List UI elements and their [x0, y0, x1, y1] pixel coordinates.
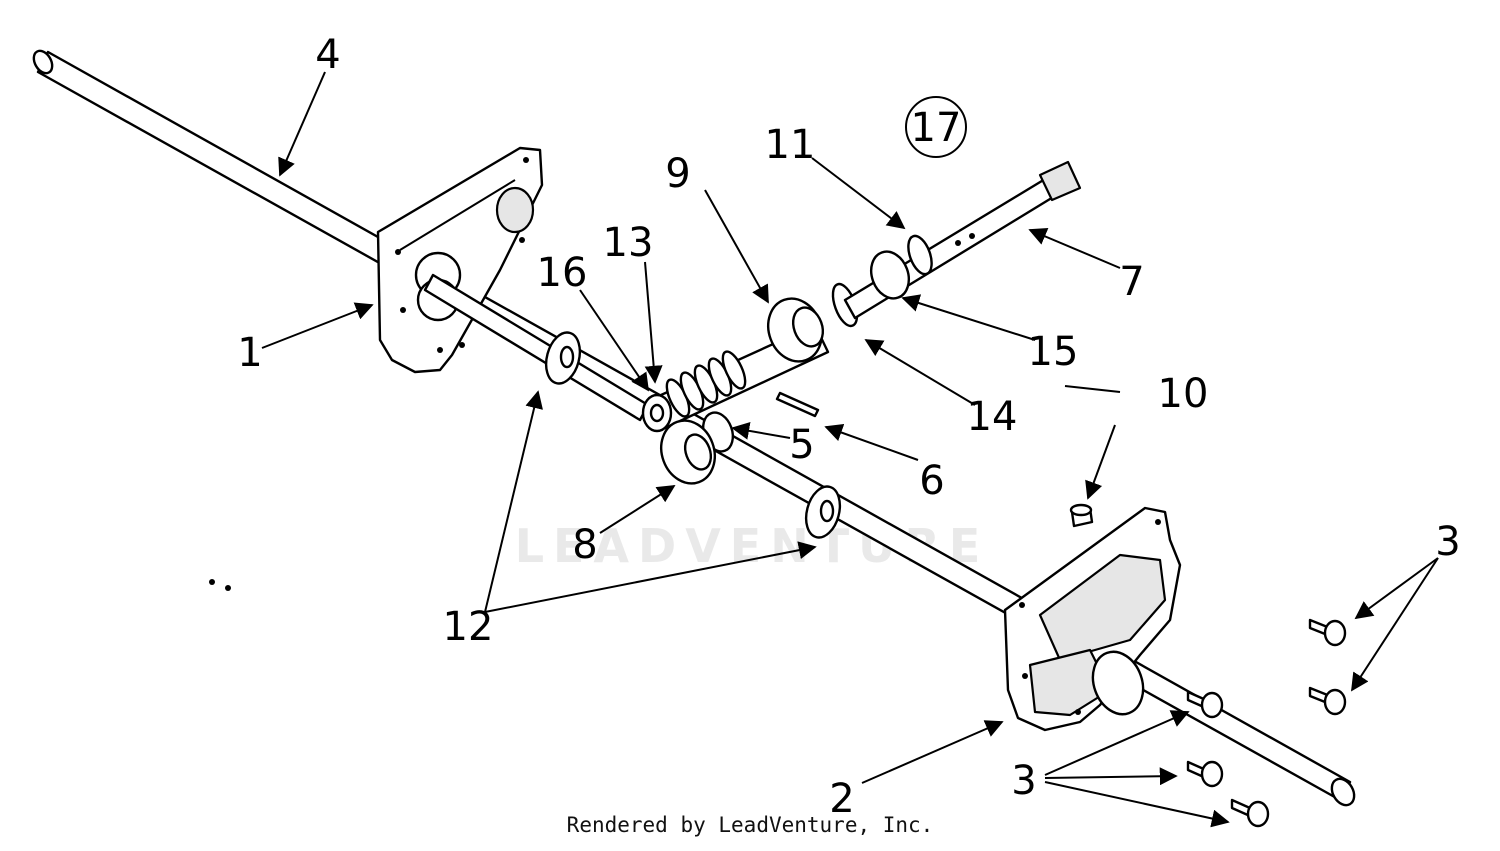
callout-6: 6 [919, 458, 944, 504]
bolt-3-d [1186, 760, 1224, 788]
vent-plug-10 [1069, 503, 1094, 528]
callout-10: 10 [1158, 371, 1209, 417]
callout-13: 13 [603, 220, 654, 266]
callout-3-right: 3 [1435, 519, 1460, 565]
bolt-3-a [1308, 618, 1347, 647]
callout-11: 11 [765, 122, 816, 168]
pin-6 [775, 391, 820, 418]
callout-14: 14 [967, 394, 1018, 440]
callout-3-bottom: 3 [1011, 758, 1036, 804]
right-gear-housing [1003, 506, 1182, 732]
callout-5: 5 [789, 422, 814, 468]
callout-16: 16 [537, 250, 588, 296]
callout-12: 12 [443, 604, 494, 650]
callout-15: 15 [1028, 329, 1079, 375]
callout-2: 2 [829, 776, 854, 822]
leader-lines [261, 71, 1439, 828]
callout-4: 4 [315, 32, 340, 78]
worm-shaft-assembly [641, 160, 1082, 433]
callout-17: 17 [911, 105, 962, 151]
bolt-3-b [1308, 686, 1347, 716]
callout-8: 8 [572, 522, 597, 568]
bolt-3-e [1230, 798, 1270, 828]
callout-1: 1 [237, 330, 262, 376]
callout-7: 7 [1119, 259, 1144, 305]
callout-9: 9 [665, 151, 690, 197]
footer-credit: Rendered by LeadVenture, Inc. [566, 813, 934, 837]
bolt-3-c [1186, 690, 1224, 719]
